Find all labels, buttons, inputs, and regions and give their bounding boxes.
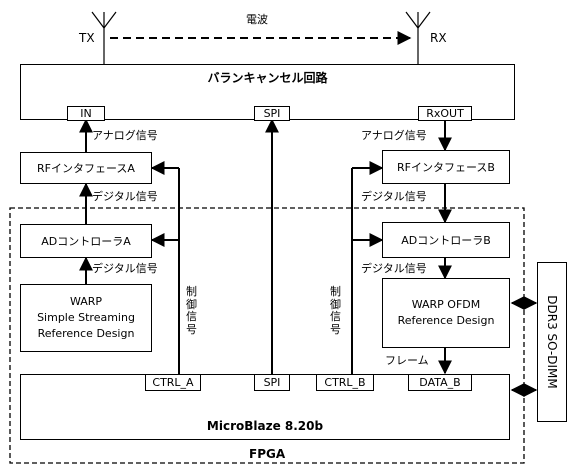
frame-label: フレーム (385, 354, 429, 367)
warp-ofdm-line1: WARP OFDM (411, 297, 481, 311)
right-digital-signal-label-1: デジタル信号 (361, 190, 427, 203)
warp-ss-line2: Simple Streaming (37, 311, 135, 325)
warp-ss-line1: WARP (69, 295, 103, 309)
right-digital-signal-label-2: デジタル信号 (361, 262, 427, 275)
warp-ofdm: WARP OFDM Reference Design (382, 278, 510, 348)
fpga-boundary (9, 207, 525, 464)
port-ctrl-a: CTRL_A (145, 374, 201, 391)
rf-interface-a: RFインタフェースA (20, 152, 152, 184)
port-spi-top: SPI (254, 106, 290, 121)
rx-label: RX (430, 31, 447, 45)
port-rxout: RxOUT (418, 106, 472, 121)
port-data-b: DATA_B (408, 374, 472, 391)
balun-title: バランキャンセル回路 (207, 71, 328, 85)
right-analog-signal-label: アナログ信号 (361, 129, 427, 142)
left-digital-signal-label-2: デジタル信号 (92, 262, 158, 275)
fpga-label: FPGA (249, 447, 286, 461)
left-analog-signal-label: アナログ信号 (92, 129, 158, 142)
warp-ofdm-line2: Reference Design (397, 314, 495, 327)
ddr3-sodimm: DDR3 SO-DIMM (537, 262, 567, 422)
warp-simple-streaming: WARP Simple Streaming Reference Design (20, 284, 152, 352)
microblaze-title: MicroBlaze 8.20b (206, 419, 324, 433)
tx-label: TX (79, 31, 95, 45)
port-spi-bottom: SPI (254, 374, 290, 391)
port-in: IN (67, 106, 105, 121)
right-control-signal-label: 制 御 信 号 (330, 285, 341, 336)
port-ctrl-b: CTRL_B (316, 374, 374, 391)
ad-controller-a: ADコントローラA (20, 224, 152, 258)
rx-antenna-icon (405, 11, 431, 64)
warp-ss-line3: Reference Design (37, 326, 135, 340)
radio-wave-label: 電波 (246, 13, 268, 26)
tx-antenna-icon (91, 11, 117, 64)
left-digital-signal-label-1: デジタル信号 (92, 190, 158, 203)
ad-controller-b: ADコントローラB (382, 222, 510, 258)
rf-interface-b: RFインタフェースB (382, 150, 510, 184)
ddr3-label: DDR3 SO-DIMM (545, 295, 559, 389)
left-control-signal-label: 制 御 信 号 (186, 285, 197, 336)
